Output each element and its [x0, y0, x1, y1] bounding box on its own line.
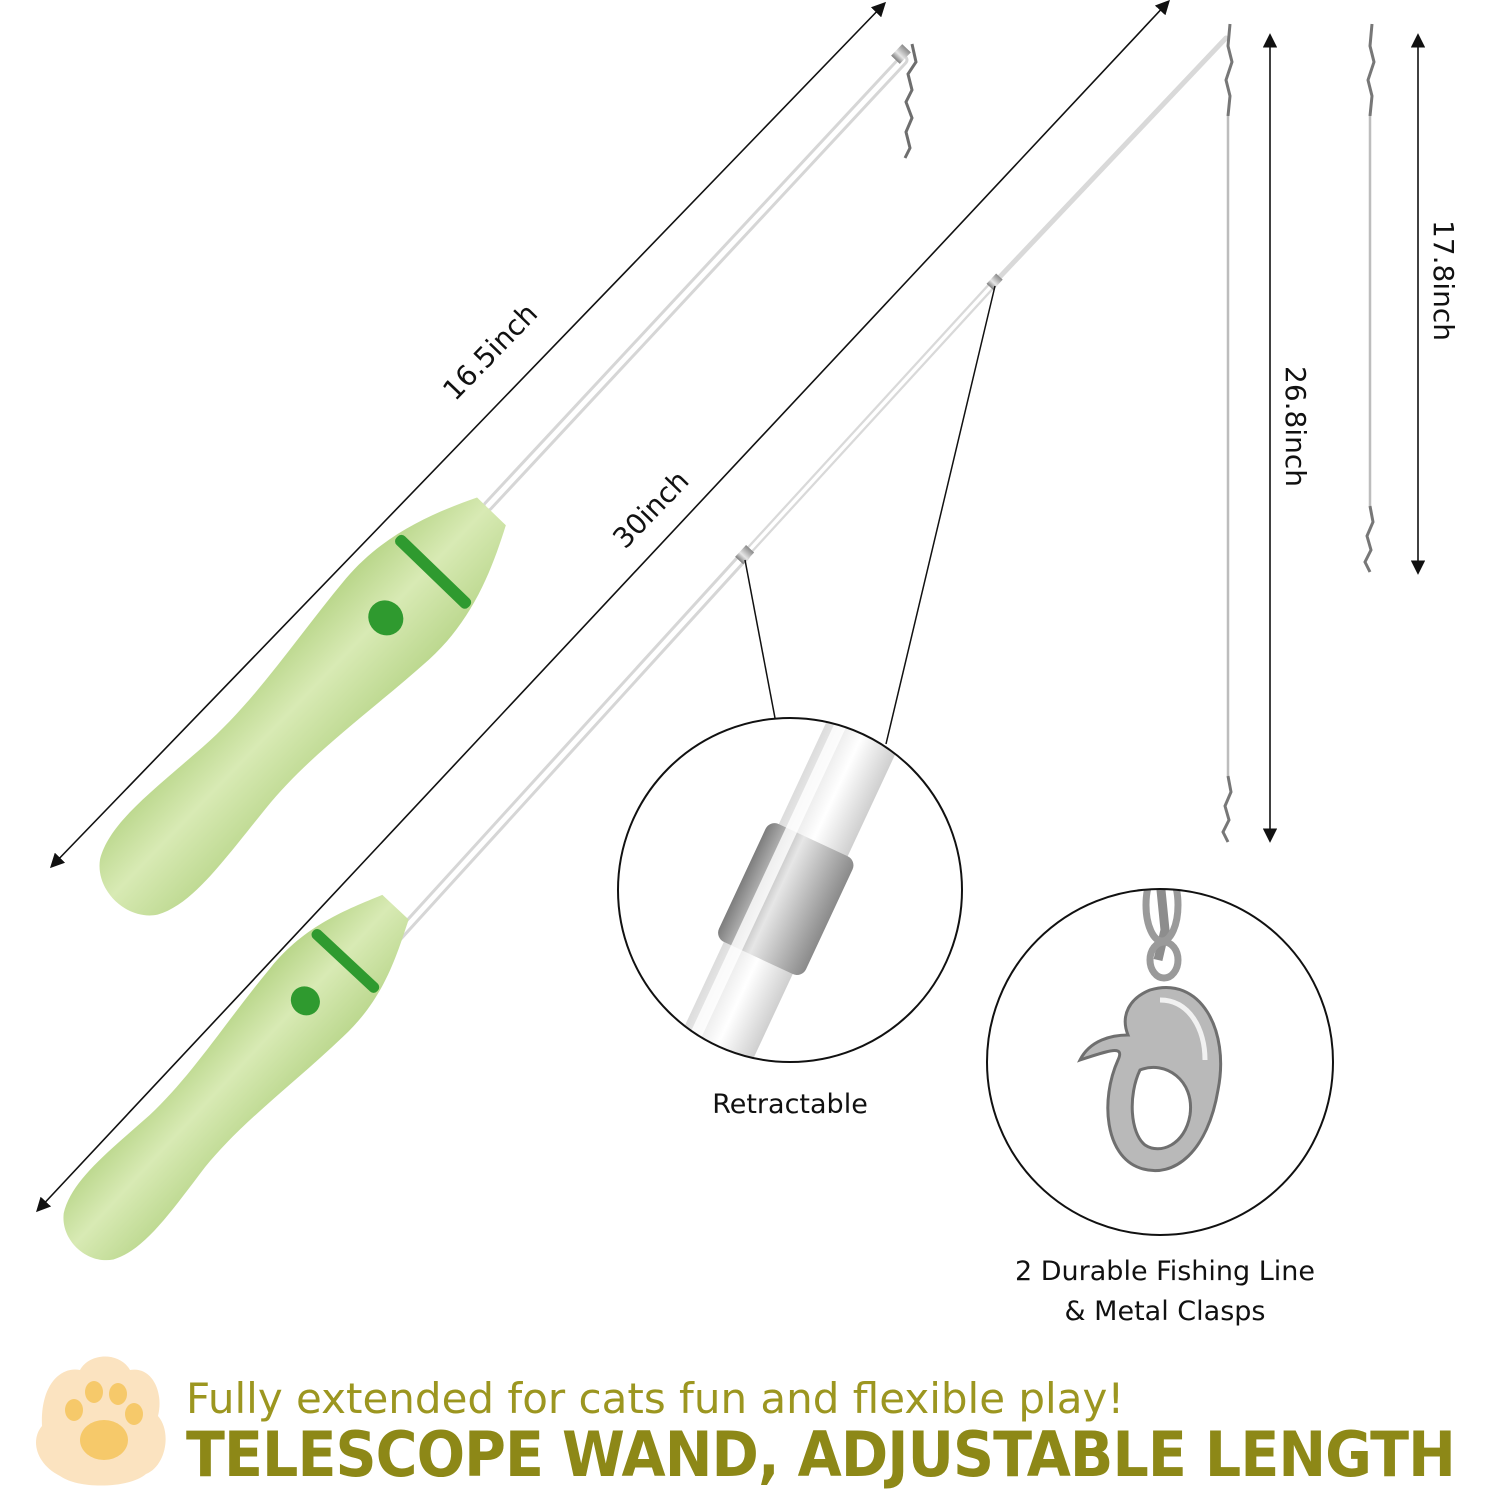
retractable-caption: Retractable — [712, 1089, 868, 1120]
banner-tagline: Fully extended for cats fun and flexible… — [186, 1374, 1125, 1423]
retractable-leader-1 — [744, 559, 776, 719]
short-line-length-label: 17.8inch — [1427, 220, 1460, 341]
short-wand-tip-cap — [891, 44, 911, 64]
short-wand-swivel-clasp — [903, 43, 918, 159]
cat-paw-icon — [36, 1356, 166, 1486]
long-fishing-line — [1221, 23, 1234, 843]
short-wand-length-label: 16.5inch — [436, 297, 544, 407]
extended-wand-handle — [63, 894, 409, 1261]
extended-wand-length-label: 30inch — [606, 464, 695, 555]
dimension-arrow-extended-wand — [36, 0, 1170, 1213]
retractable-leader-2 — [885, 285, 996, 745]
extended-wand-ring — [311, 928, 380, 993]
clasp-caption: 2 Durable Fishing Line & Metal Clasps — [960, 1252, 1370, 1332]
banner-headline: TELESCOPE WAND, ADJUSTABLE LENGTH — [186, 1418, 1456, 1491]
extended-wand — [63, 35, 1229, 1261]
extended-wand-joint-2 — [986, 273, 1003, 290]
extended-wand-button — [290, 986, 320, 1016]
clasp-caption-line-1: 2 Durable Fishing Line — [1015, 1256, 1315, 1287]
short-wand-button — [368, 600, 404, 636]
retractable-zoom-circle — [617, 717, 963, 1063]
clasp-zoom-circle — [986, 888, 1334, 1236]
short-wand-handle — [99, 497, 506, 916]
short-wand-ring — [395, 534, 472, 609]
clasp-caption-line-2: & Metal Clasps — [1064, 1296, 1266, 1327]
extended-wand-joint-1 — [735, 545, 755, 565]
extended-wand-rod-segment-3 — [992, 35, 1229, 285]
short-fishing-line — [1363, 23, 1376, 573]
long-line-length-label: 26.8inch — [1279, 366, 1312, 487]
short-wand — [99, 43, 918, 916]
